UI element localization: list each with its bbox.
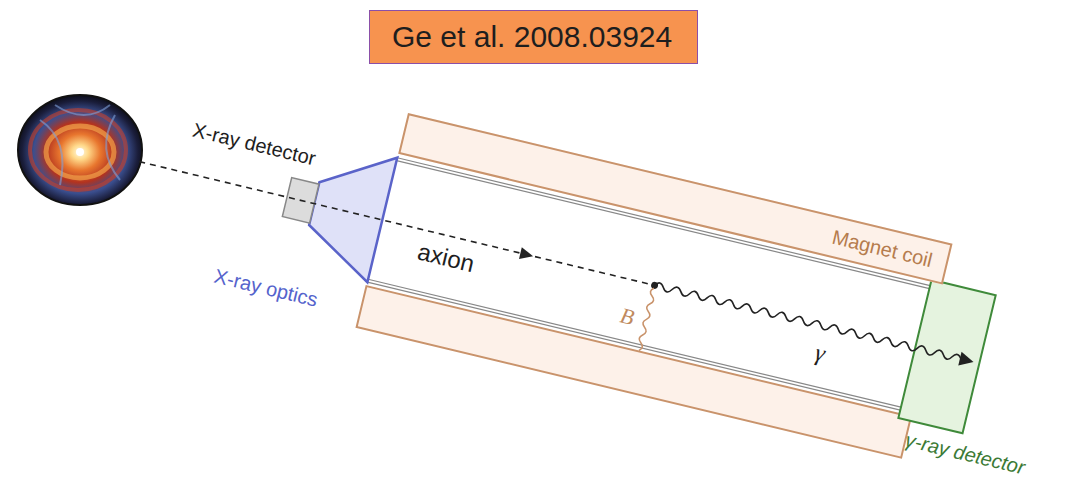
part-label: X-ray detector: [190, 119, 318, 171]
b-field-line: [637, 288, 657, 351]
part-label: X-ray optics: [212, 265, 320, 312]
particle-label: axion: [415, 238, 477, 279]
nebula-filament: [40, 105, 120, 185]
apparatus: Magnet coilX-ray detectorX-ray opticsaxi…: [408, 113, 409, 114]
particle-symbol: γ: [812, 339, 828, 367]
arrow-head: [958, 352, 975, 369]
magnet-coil: [357, 286, 911, 458]
field-symbol: B: [618, 303, 637, 331]
nebula-ring: [46, 126, 114, 178]
arrow-head: [519, 247, 534, 262]
central-star: [76, 148, 84, 156]
reference-text: Ge et al. 2008.03924: [392, 20, 672, 54]
nebula-image: [18, 95, 142, 205]
reference-box: Ge et al. 2008.03924: [369, 10, 698, 64]
part-label: γ-ray detector: [903, 428, 1027, 479]
magnet-coil: Magnet coil: [398, 113, 952, 285]
photon-line: [654, 282, 962, 362]
gamma-detector: [898, 280, 995, 433]
